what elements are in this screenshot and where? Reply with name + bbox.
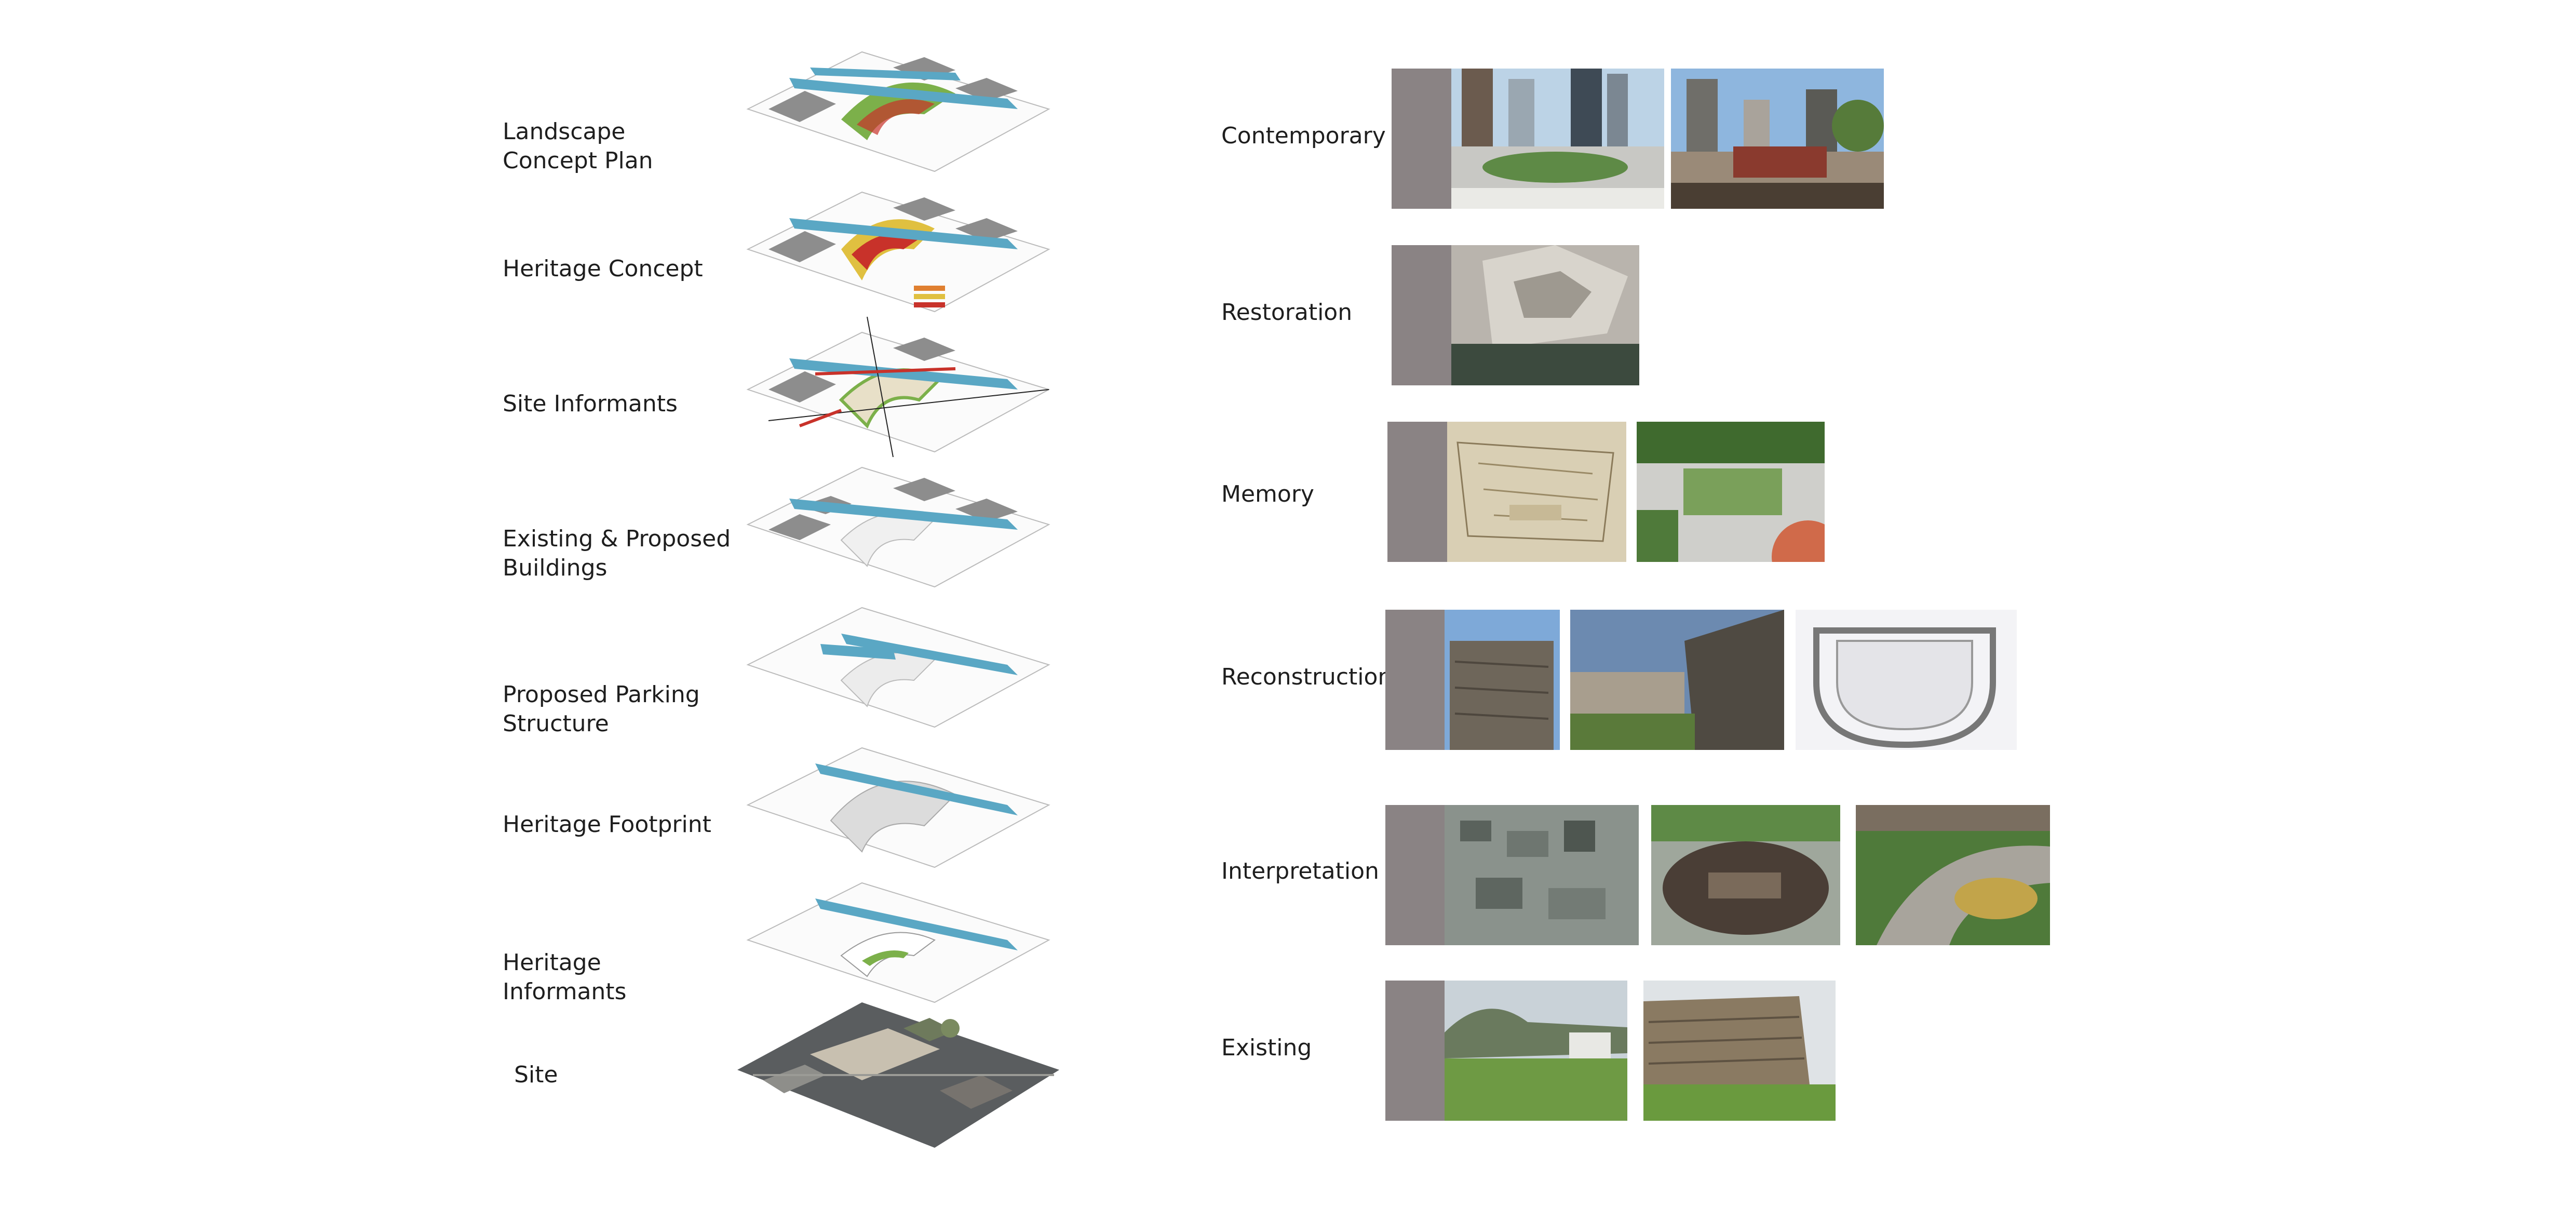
bastion-plan-photo bbox=[1796, 610, 2017, 750]
heritage-informants-layer-icon bbox=[737, 862, 1059, 1015]
landscape-plan-layer-icon bbox=[737, 31, 1059, 184]
layer-label-heritage-informants: Heritage Informants bbox=[503, 949, 627, 1005]
layer-label-heritage-concept: Heritage Concept bbox=[503, 256, 703, 282]
city-model-photo bbox=[1445, 805, 1639, 945]
category-label-interpretation: Interpretation bbox=[1221, 858, 1379, 884]
category-bar-memory bbox=[1387, 422, 1450, 562]
category-label-reconstruction: Reconstruction bbox=[1221, 664, 1393, 690]
layer-label-buildings: Existing & Proposed Buildings bbox=[503, 526, 731, 581]
layer-label-informants: Site Informants bbox=[503, 391, 678, 417]
heritage-footprint-layer-icon bbox=[737, 727, 1059, 880]
layer-label-parking: Proposed Parking Structure bbox=[503, 681, 700, 737]
category-label-existing: Existing bbox=[1221, 1035, 1312, 1061]
aerial-site-photo-icon bbox=[732, 992, 1064, 1160]
ruins-field-photo bbox=[1445, 981, 1627, 1121]
garden-aerial-photo bbox=[1637, 422, 1825, 562]
plaza-crowd-photo bbox=[1671, 69, 1884, 209]
stone-model-photo bbox=[1451, 245, 1639, 385]
category-label-memory: Memory bbox=[1221, 481, 1314, 507]
heritage-concept-layer-icon bbox=[737, 171, 1059, 324]
historic-map-photo bbox=[1447, 422, 1626, 562]
castle-wall-photo bbox=[1570, 610, 1784, 750]
layer-label-footprint: Heritage Footprint bbox=[503, 811, 711, 838]
layer-label-landscape: Landscape Concept Plan bbox=[503, 118, 653, 174]
category-bar-reconstruction bbox=[1385, 610, 1448, 750]
bronze-model-photo bbox=[1651, 805, 1840, 945]
city-plaza-photo bbox=[1451, 69, 1664, 209]
category-label-restoration: Restoration bbox=[1221, 299, 1353, 326]
category-bar-existing bbox=[1385, 981, 1448, 1121]
category-bar-contemporary bbox=[1392, 69, 1454, 209]
stone-wall-photo bbox=[1445, 610, 1560, 750]
layer-label-site: Site bbox=[514, 1062, 558, 1088]
category-bar-restoration bbox=[1392, 245, 1454, 385]
buildings-layer-icon bbox=[737, 447, 1059, 599]
category-label-contemporary: Contemporary bbox=[1221, 123, 1386, 149]
category-bar-interpretation bbox=[1385, 805, 1448, 945]
cobble-path-photo bbox=[1856, 805, 2050, 945]
ruined-wall-photo bbox=[1643, 981, 1836, 1121]
site-informants-layer-icon bbox=[737, 312, 1059, 464]
parking-layer-icon bbox=[737, 587, 1059, 740]
